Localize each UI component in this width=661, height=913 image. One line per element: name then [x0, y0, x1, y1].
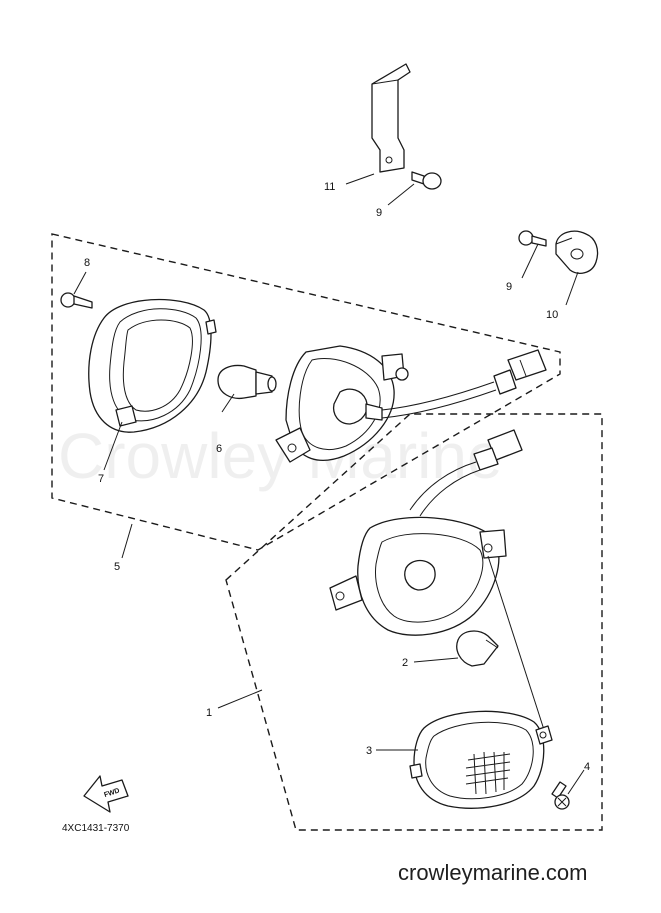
diagram-code: 4XC1431-7370: [62, 823, 130, 834]
callout-9-top: 9: [376, 207, 382, 219]
part-10-clamp: [555, 230, 599, 274]
part-7-lens: [88, 298, 217, 433]
upper-housing: [275, 345, 409, 463]
assembly-1-outline: [225, 413, 603, 831]
assembly-5-outline: [51, 233, 561, 551]
callout-2: 2: [402, 657, 408, 669]
lower-wire-connector: [409, 429, 523, 517]
callout-6: 6: [216, 443, 222, 455]
callout-9-right: 9: [506, 281, 512, 293]
part-3-lens: [409, 710, 553, 809]
part-6-bulb: [217, 364, 277, 400]
part-4-screw: [551, 781, 570, 810]
callout-1: 1: [206, 707, 212, 719]
part-2-bulb: [456, 630, 499, 667]
callout-8: 8: [84, 257, 90, 269]
site-url: crowleymarine.com: [398, 860, 588, 885]
lower-housing: [329, 516, 507, 636]
fwd-arrow-label: FWD: [103, 787, 120, 799]
part-4-alignment-line: [487, 555, 547, 737]
fwd-arrow-icon: FWD: [83, 775, 129, 813]
part-8-screw: [60, 292, 93, 309]
part-11-bracket: [371, 63, 411, 173]
part-9-screw-right: [518, 230, 547, 247]
callout-7: 7: [98, 473, 104, 485]
callout-10: 10: [546, 309, 558, 321]
upper-wire-connector: [381, 349, 547, 419]
callout-4: 4: [584, 761, 590, 773]
leader-lines: [73, 173, 585, 795]
callout-3: 3: [366, 745, 372, 757]
part-9-screw-top: [411, 171, 442, 190]
callout-5: 5: [114, 561, 120, 573]
callout-11: 11: [324, 181, 335, 193]
